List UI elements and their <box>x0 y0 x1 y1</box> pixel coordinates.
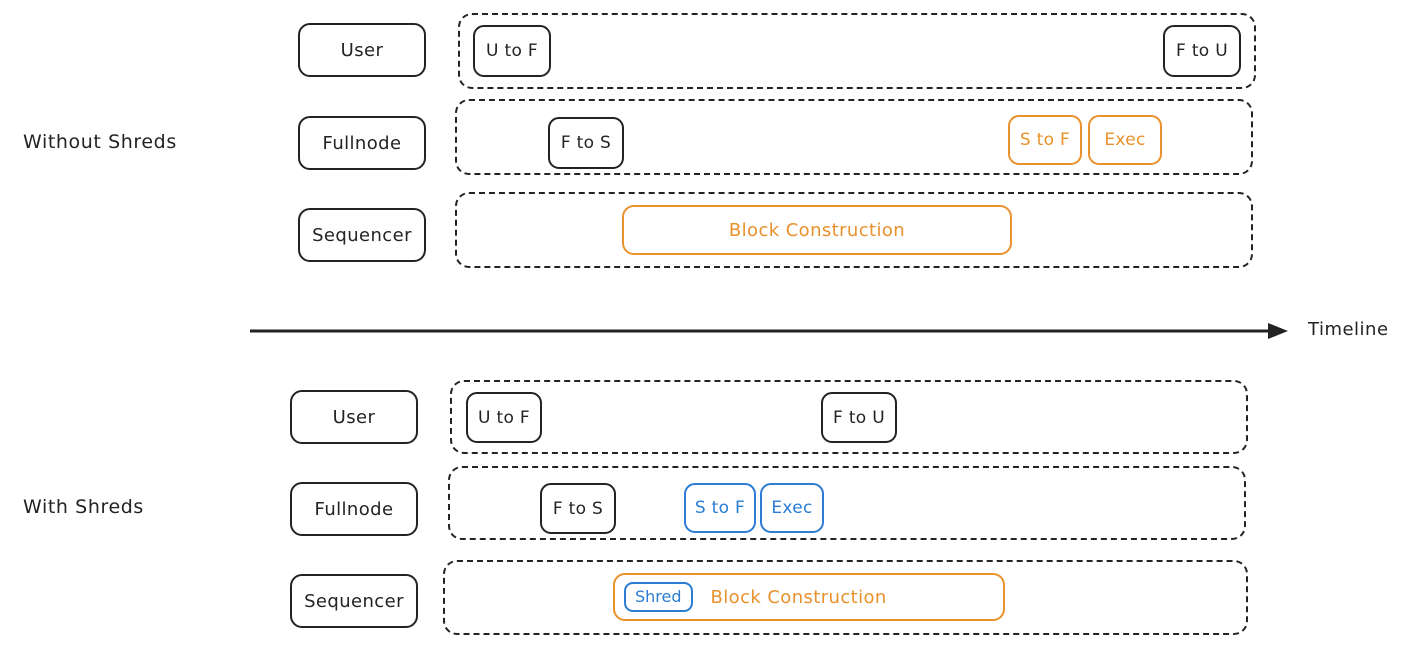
arrow-right-icon <box>250 323 1288 339</box>
event-chip-s-to-f-with[interactable]: S to F <box>684 483 756 533</box>
event-bar-block-construction-with[interactable]: Shred Block Construction <box>613 573 1005 621</box>
lane-track-sequencer-without <box>455 192 1253 268</box>
actor-box-user-with: User <box>290 390 418 444</box>
lane-track-fullnode-without <box>455 99 1253 175</box>
actor-box-sequencer-with: Sequencer <box>290 574 418 628</box>
event-chip-s-to-f-without[interactable]: S to F <box>1008 115 1082 165</box>
event-bar-label-block-construction-without: Block Construction <box>728 219 906 241</box>
event-chip-shred-with[interactable]: Shred <box>624 582 693 612</box>
event-chip-f-to-u-without[interactable]: F to U <box>1163 25 1241 77</box>
section-label-without-shreds: Without Shreds <box>23 131 177 153</box>
actor-box-fullnode-with: Fullnode <box>290 482 418 536</box>
actor-box-fullnode-without: Fullnode <box>298 116 426 170</box>
lane-track-sequencer-with <box>443 560 1248 635</box>
lane-track-user-with <box>450 380 1248 454</box>
event-chip-f-to-s-with[interactable]: F to S <box>540 483 616 534</box>
actor-box-user-without: User <box>298 23 426 77</box>
event-chip-exec-without[interactable]: Exec <box>1088 115 1162 165</box>
lane-track-user-without <box>458 13 1256 89</box>
lane-track-fullnode-with <box>448 466 1246 540</box>
timeline-label: Timeline <box>1308 319 1389 340</box>
section-label-with-shreds: With Shreds <box>23 496 144 518</box>
event-chip-f-to-u-with[interactable]: F to U <box>821 392 897 443</box>
timeline-axis <box>250 318 1290 344</box>
event-bar-label-block-construction-with: Block Construction <box>710 586 887 608</box>
event-chip-f-to-s-without[interactable]: F to S <box>548 117 624 169</box>
actor-box-sequencer-without: Sequencer <box>298 208 426 262</box>
event-bar-block-construction-without[interactable]: Block Construction <box>622 205 1012 255</box>
event-chip-exec-with[interactable]: Exec <box>760 483 824 533</box>
event-chip-u-to-f-without[interactable]: U to F <box>473 25 551 77</box>
event-chip-u-to-f-with[interactable]: U to F <box>466 392 542 443</box>
